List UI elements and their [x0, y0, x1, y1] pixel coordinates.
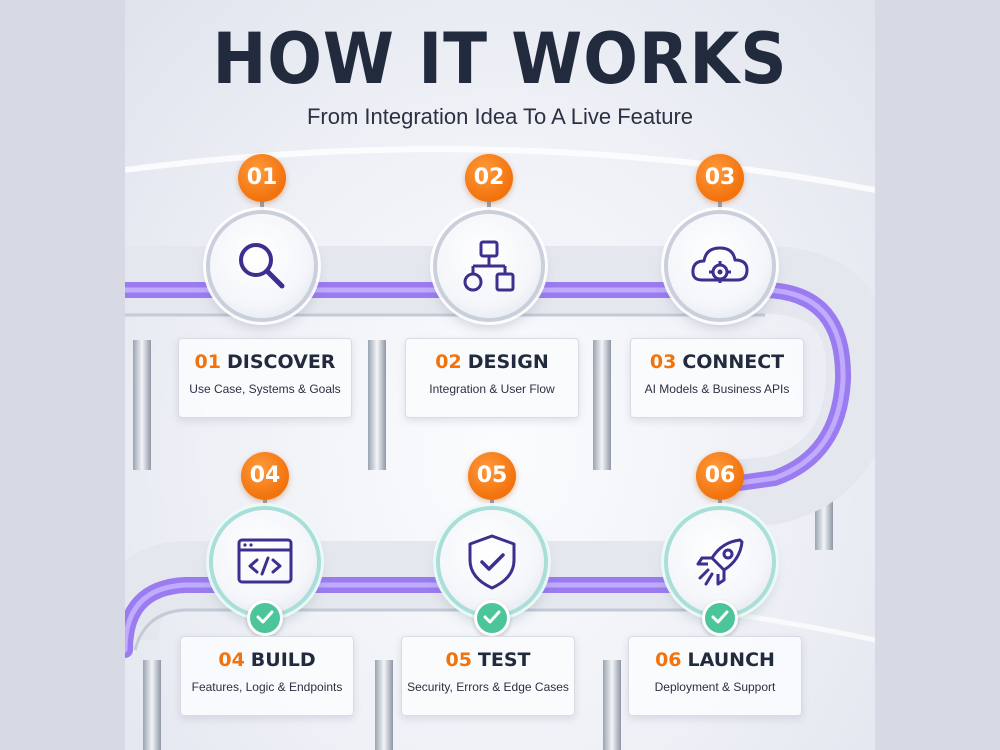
code-window-icon [237, 538, 293, 584]
conveyor-track [125, 146, 875, 750]
step-title: DISCOVER [227, 351, 336, 373]
step-description: Integration & User Flow [429, 382, 555, 396]
step-heading: 01 DISCOVER [179, 351, 351, 373]
step-node-discover[interactable] [210, 214, 314, 318]
badge-pin [718, 200, 722, 212]
step-number: 06 [655, 649, 682, 671]
page-title: HOW IT WORKS [212, 18, 788, 100]
step-number: 04 [218, 649, 245, 671]
step-description: Deployment & Support [654, 680, 776, 694]
step-title: DESIGN [467, 351, 549, 373]
completed-check-icon [702, 600, 738, 636]
step-node-build[interactable] [213, 510, 317, 614]
badge-pin [487, 200, 491, 212]
step-description: Use Case, Systems & Goals [189, 382, 341, 396]
badge-pin [718, 498, 722, 510]
step-title: CONNECT [682, 351, 785, 373]
search-icon [239, 243, 285, 289]
badge-pin [490, 498, 494, 510]
step-number: 01 [194, 351, 221, 373]
step-title: BUILD [250, 649, 316, 671]
step-number: 03 [649, 351, 677, 373]
step-card-discover: 01 DISCOVER Use Case, Systems & Goals [178, 338, 352, 418]
shield-check-icon [468, 534, 516, 590]
step-node-connect[interactable] [668, 214, 772, 318]
step-description: Features, Logic & Endpoints [191, 680, 343, 694]
step-number: 02 [435, 351, 462, 373]
step-badge-02: 02 [465, 154, 513, 202]
step-description: AI Models & Business APIs [644, 382, 790, 396]
step-badge-01: 01 [238, 154, 286, 202]
page-subtitle: From Integration Idea To A Live Feature [306, 104, 694, 129]
step-number: 05 [445, 649, 472, 671]
badge-pin [260, 200, 264, 212]
rocket-icon [696, 538, 744, 586]
right-margin [875, 0, 1000, 750]
step-badge-04: 04 [241, 452, 289, 500]
left-margin [0, 0, 125, 750]
step-badge-05: 05 [468, 452, 516, 500]
cloud-gear-icon [691, 246, 749, 283]
infographic: HOW IT WORKS From Integration Idea To A … [125, 0, 875, 750]
step-node-test[interactable] [440, 510, 544, 614]
completed-check-icon [474, 600, 510, 636]
completed-check-icon [247, 600, 283, 636]
badge-pin [263, 498, 267, 510]
step-description: Security, Errors & Edge Cases [407, 680, 569, 694]
step-node-launch[interactable] [668, 510, 772, 614]
step-title: TEST [477, 649, 531, 671]
flowchart-icon [463, 240, 515, 292]
step-title: LAUNCH [687, 649, 775, 671]
step-badge-03: 03 [696, 154, 744, 202]
step-node-design[interactable] [437, 214, 541, 318]
step-badge-06: 06 [696, 452, 744, 500]
